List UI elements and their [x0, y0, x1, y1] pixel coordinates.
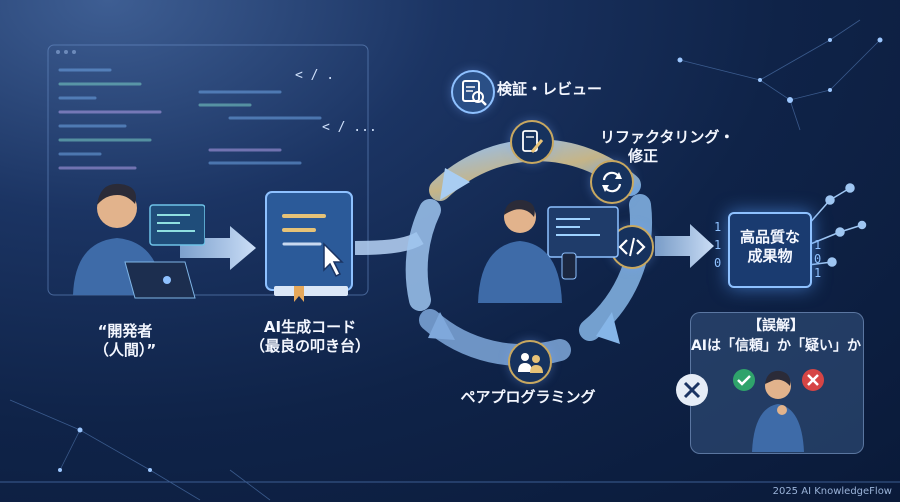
misconception-text: AIは「信頼」か「疑い」か — [690, 338, 862, 354]
bit: 1 — [814, 266, 822, 280]
code-window-backdrop — [47, 44, 369, 296]
document-magnifier-icon — [462, 80, 487, 106]
bit: 1 — [714, 238, 722, 252]
developer-label: “開発者 （人間）” — [40, 322, 210, 360]
quality-label: 高品質な 成果物 — [728, 228, 812, 266]
ring-arrowhead-1 — [440, 168, 470, 200]
network-nodes — [58, 37, 883, 472]
refresh-chip — [590, 160, 634, 204]
developer-label-line2: （人間）” — [93, 340, 157, 359]
refactor-label-line2: 修正 — [628, 146, 659, 165]
bit: 1 — [814, 238, 822, 252]
footer-credit: 2025 AI KnowledgeFlow — [772, 486, 892, 497]
misconception-title: 【誤解】 — [748, 318, 804, 334]
ring-arrowhead-2 — [596, 312, 620, 344]
pair-label: ペアプログラミング — [460, 388, 596, 406]
quality-box — [728, 212, 812, 288]
refresh-icon — [602, 171, 622, 193]
bit: 0 — [814, 252, 822, 266]
developer-laptop-icon — [73, 183, 205, 299]
binary-left: 1 1 0 — [714, 218, 721, 272]
bit: 0 — [714, 256, 722, 270]
ai-code-label-line2: （最良の叩き台） — [249, 336, 370, 355]
people-icon — [518, 353, 543, 373]
quality-label-line1: 高品質な — [739, 228, 800, 246]
refactor-label-line1: リファクタリング・ — [600, 128, 735, 146]
people-chip — [508, 340, 552, 384]
developer-phone-icon — [478, 199, 619, 303]
edit-pencil-icon — [522, 130, 544, 153]
ring-arrowhead-3 — [428, 312, 455, 340]
ai-code-label-line1: AI生成コード — [263, 318, 357, 336]
edit-chip — [510, 120, 554, 164]
refactor-label: リファクタリング・ 修正 — [600, 128, 734, 166]
arrow-to-book — [180, 226, 256, 270]
review-label: 検証・レビュー — [497, 80, 603, 98]
developer-label-line1: “開発者 — [97, 322, 153, 340]
book-with-cursor-icon — [265, 191, 353, 302]
code-brackets-icon — [618, 237, 646, 257]
code-tag-1: < / . — [295, 68, 335, 83]
code-tag-2: < / ... — [322, 120, 377, 135]
ai-code-label: AI生成コード （最良の叩き台） — [235, 318, 385, 356]
misconception-figure — [676, 369, 824, 452]
review-chip — [451, 70, 495, 114]
arrow-to-quality — [655, 224, 714, 268]
bit: 1 — [714, 220, 722, 234]
quality-connectors — [807, 183, 867, 267]
quality-label-line2: 成果物 — [747, 246, 793, 265]
checkmark-icon — [733, 369, 755, 391]
binary-right: 1 0 1 — [814, 238, 821, 280]
